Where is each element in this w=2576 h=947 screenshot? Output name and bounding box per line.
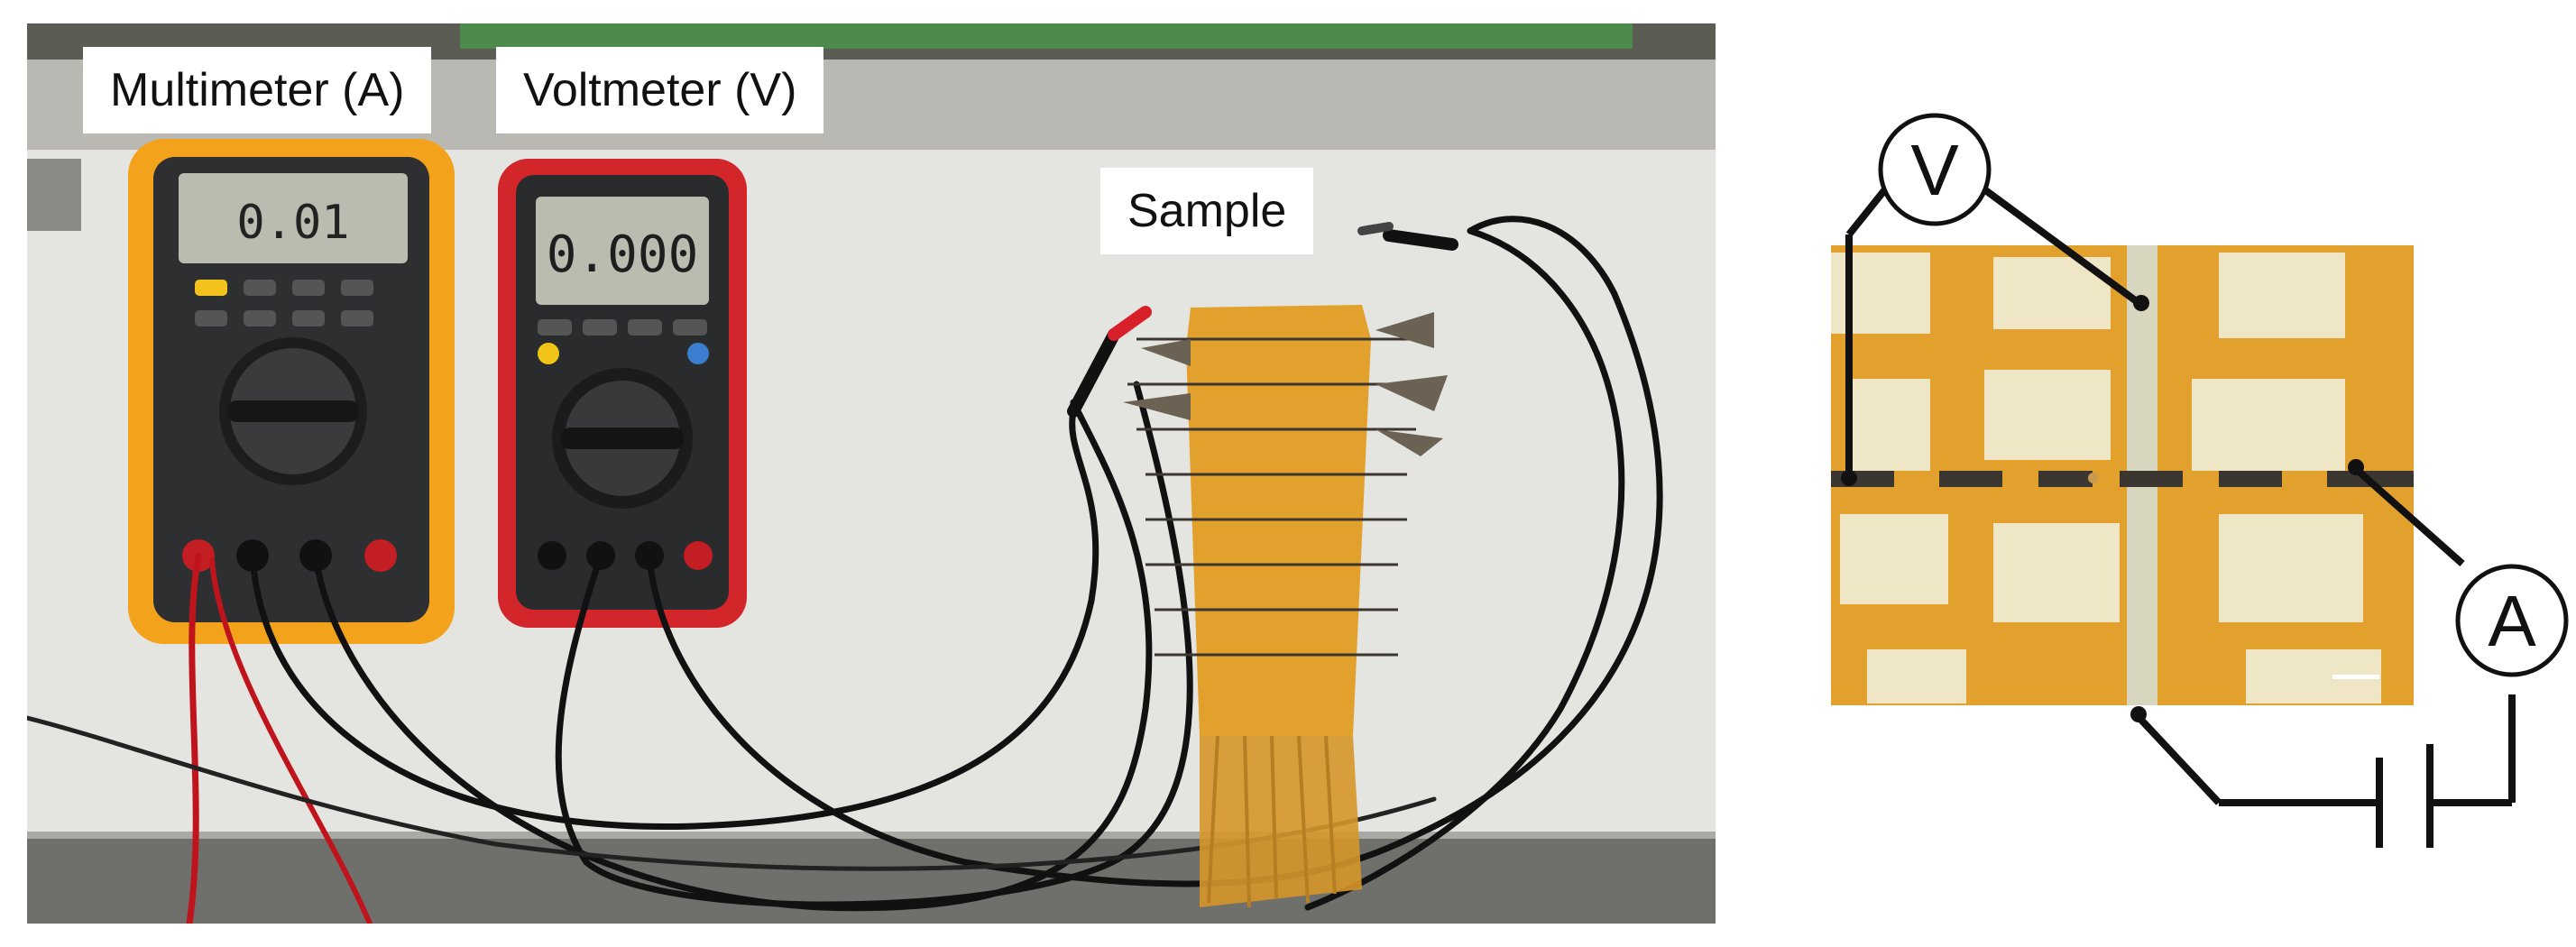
voltmeter-device: 0.000 <box>498 159 747 628</box>
voltmeter-symbol: V <box>1878 113 1992 226</box>
sample-label: Sample <box>1100 168 1314 254</box>
multimeter-device: 0.01 <box>128 139 455 644</box>
setup-photo-illustration: 0.01 0.000 <box>27 23 1716 924</box>
multimeter-lcd-reading: 0.01 <box>236 196 349 250</box>
multimeter-lcd <box>179 173 408 263</box>
multimeter-label: Multimeter (A) <box>83 47 432 133</box>
test-leads <box>27 216 1663 924</box>
voltmeter-symbol-letter: V <box>1910 130 1959 210</box>
voltmeter-label: Voltmeter (V) <box>496 47 824 133</box>
schematic-illustration: V A <box>1831 113 2569 848</box>
fabric-sample <box>1123 305 1448 908</box>
ammeter-symbol: A <box>2455 564 2569 677</box>
fabric-closeup <box>1831 245 2414 705</box>
circuit-wires <box>1845 186 2516 848</box>
setup-photo: 0.01 0.000 <box>27 23 1716 924</box>
voltmeter-lcd <box>536 197 709 305</box>
schematic-inset: V A <box>1795 108 2576 884</box>
voltmeter-lcd-reading: 0.000 <box>547 225 699 284</box>
ammeter-symbol-letter: A <box>2488 581 2536 661</box>
